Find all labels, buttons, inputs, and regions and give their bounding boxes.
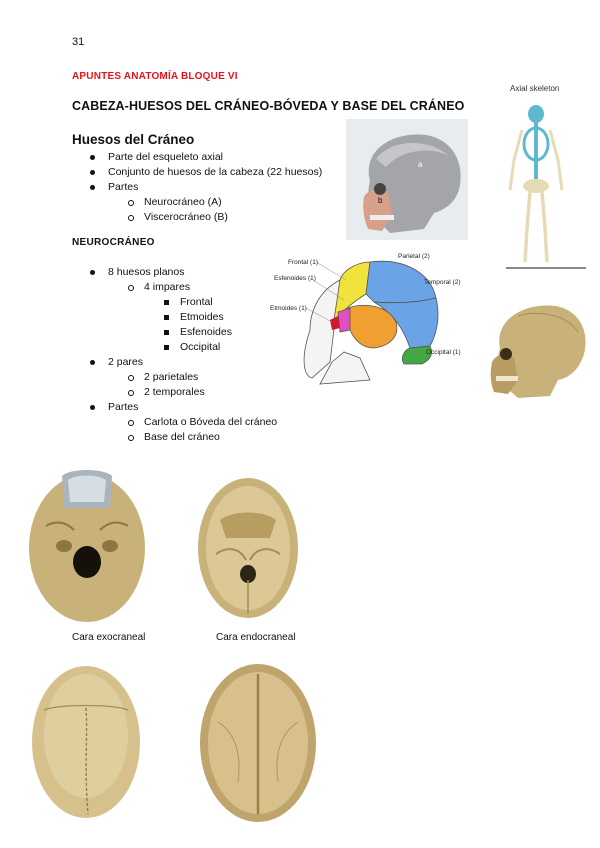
list-item: 2 pares <box>72 355 277 370</box>
bullet <box>128 285 134 291</box>
skull-base-endocranial-image <box>198 478 298 618</box>
bullet <box>164 330 169 335</box>
calvaria-exterior-image <box>32 666 140 818</box>
bullet <box>90 360 95 365</box>
bullet <box>128 215 134 221</box>
axial-skeleton-title: Axial skeleton <box>510 84 559 93</box>
skull-side-photo <box>490 305 586 398</box>
bullet <box>90 170 95 175</box>
list-item: Neurocráneo (A) <box>72 195 322 210</box>
list-item: Parte del esqueleto axial <box>72 150 322 165</box>
bullet <box>164 300 169 305</box>
list-item: Viscerocráneo (B) <box>72 210 322 225</box>
list-item: Partes <box>72 180 322 195</box>
label-occipital: Occipital (1) <box>426 349 461 356</box>
bullet <box>128 390 134 396</box>
bullet <box>164 345 169 350</box>
bullet <box>90 405 95 410</box>
cranial-bones-diagram: Frontal (1) Esfenoides (1) Etmoides (1) … <box>270 253 461 385</box>
skull-label-b: b <box>378 196 383 205</box>
list-item: Base del cráneo <box>72 430 277 445</box>
list-item: 4 impares <box>72 280 277 295</box>
bullet <box>128 420 134 426</box>
list-item: Frontal <box>72 295 277 310</box>
label-etmoides: Etmoides (1) <box>270 305 307 312</box>
list-item: Partes <box>72 400 277 415</box>
section-heading-huesos: Huesos del Cráneo <box>72 132 195 147</box>
list-item: Occipital <box>72 340 277 355</box>
bullet <box>128 375 134 381</box>
list-item: 2 temporales <box>72 385 277 400</box>
list-item: 2 parietales <box>72 370 277 385</box>
page-title: CABEZA-HUESOS DEL CRÁNEO-BÓVEDA Y BASE D… <box>72 99 465 113</box>
skull-lateral-photo: a b <box>346 119 468 240</box>
neurocraneo-list: 8 huesos planos 4 impares Frontal Etmoid… <box>72 265 277 445</box>
page-number: 31 <box>72 36 85 48</box>
document-header: APUNTES ANATOMÍA BLOQUE VI <box>72 71 238 82</box>
bullet <box>164 315 169 320</box>
label-parietal: Parietal (2) <box>398 253 430 260</box>
axial-skeleton-figure: Axial skeleton <box>506 84 586 269</box>
bullet <box>90 155 95 160</box>
section-heading-neurocraneo: NEUROCRÁNEO <box>72 237 155 248</box>
list-item: 8 huesos planos <box>72 265 277 280</box>
calvaria-interior-image <box>200 664 316 822</box>
skull-base-exocranial-image <box>29 470 145 622</box>
bullet <box>128 435 134 441</box>
caption-exocraneal: Cara exocraneal <box>72 632 146 643</box>
label-esfenoides: Esfenoides (1) <box>274 275 316 282</box>
list-item: Etmoides <box>72 310 277 325</box>
bullet <box>128 200 134 206</box>
list-item: Carlota o Bóveda del cráneo <box>72 415 277 430</box>
skull-label-a: a <box>418 160 423 169</box>
label-frontal: Frontal (1) <box>288 259 318 266</box>
bullet <box>90 185 95 190</box>
bullet <box>90 270 95 275</box>
caption-endocraneal: Cara endocraneal <box>216 632 296 643</box>
list-item: Conjunto de huesos de la cabeza (22 hues… <box>72 165 322 180</box>
list-item: Esfenoides <box>72 325 277 340</box>
huesos-list: Parte del esqueleto axial Conjunto de hu… <box>72 150 322 225</box>
label-temporal: Temporal (2) <box>424 279 460 286</box>
